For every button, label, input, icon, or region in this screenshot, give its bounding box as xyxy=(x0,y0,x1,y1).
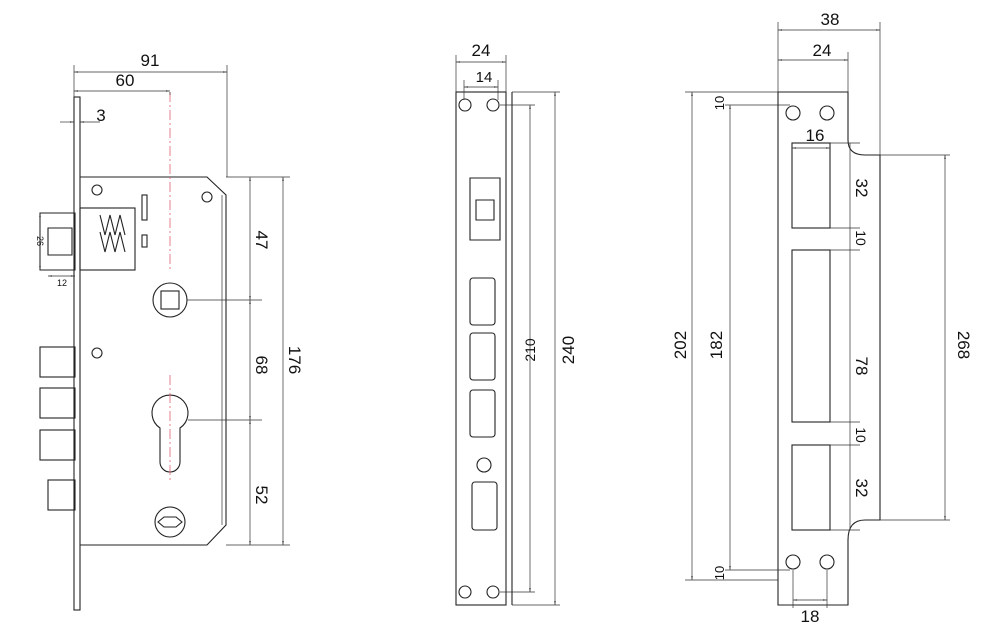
bolt-openings xyxy=(469,277,498,531)
auxiliary-bolt xyxy=(47,479,76,511)
dim-52: 52 xyxy=(252,486,271,505)
thumbturn xyxy=(154,506,186,538)
dim-47: 47 xyxy=(252,231,271,250)
dim-176: 176 xyxy=(285,346,304,374)
dim-26: 26 xyxy=(35,236,45,246)
deadbolt xyxy=(39,346,76,378)
dim-24: 24 xyxy=(813,41,832,60)
latch-slot xyxy=(141,194,148,221)
dim-3: 3 xyxy=(96,106,105,125)
dim-16: 16 xyxy=(806,126,825,145)
dim-32-top: 32 xyxy=(852,179,871,198)
cylinder-hole xyxy=(151,394,189,473)
strike-outline xyxy=(777,91,881,606)
small-hole xyxy=(476,457,492,473)
spring xyxy=(99,214,126,253)
dim-24: 24 xyxy=(472,41,491,60)
latch-housing xyxy=(79,207,136,271)
dim-60: 60 xyxy=(116,71,135,90)
lock-case xyxy=(80,176,227,546)
dim-12: 12 xyxy=(57,278,67,288)
deadbolts xyxy=(39,346,76,511)
dim-68: 68 xyxy=(252,356,271,375)
dim-10-bottom: 10 xyxy=(712,566,727,580)
dim-18: 18 xyxy=(801,607,820,626)
dim-268: 268 xyxy=(954,331,973,359)
dim-202: 202 xyxy=(671,331,690,359)
dim-14: 14 xyxy=(476,69,493,86)
screw-hole-icon xyxy=(785,105,835,570)
thumbturn-slot xyxy=(157,516,183,528)
deadbolt xyxy=(39,429,76,461)
strike-openings xyxy=(791,142,831,531)
dim-32-bottom: 32 xyxy=(852,479,871,498)
screw-icon xyxy=(91,184,213,359)
dim-10-top: 10 xyxy=(712,96,727,110)
screw-hole-icon xyxy=(458,98,500,599)
dim-10-gap-bottom: 10 xyxy=(853,427,869,443)
latch-slot xyxy=(141,234,148,248)
latch-opening xyxy=(469,177,501,241)
deadbolt xyxy=(39,387,76,419)
faceplate-outline xyxy=(455,91,507,606)
spindle-hub xyxy=(152,282,188,318)
dim-38: 38 xyxy=(821,10,840,29)
extension-lines xyxy=(685,22,950,608)
lock-body-view: 91 60 3 26 12 47 68 52 176 xyxy=(35,51,304,611)
faceplate-view: 24 14 210 240 xyxy=(455,41,578,606)
dim-10-gap-top: 10 xyxy=(853,230,869,246)
dim-91: 91 xyxy=(141,51,160,70)
extension-lines xyxy=(187,176,290,546)
dim-240: 240 xyxy=(559,336,578,364)
spindle-square xyxy=(160,290,180,310)
faceplate-side xyxy=(73,96,81,611)
dim-182: 182 xyxy=(707,331,726,359)
dim-210: 210 xyxy=(522,338,538,362)
dim-78: 78 xyxy=(852,357,871,376)
extension-lines xyxy=(455,55,560,606)
strike-plate-view: 38 24 16 10 32 10 78 10 32 10 182 202 26… xyxy=(671,10,973,626)
